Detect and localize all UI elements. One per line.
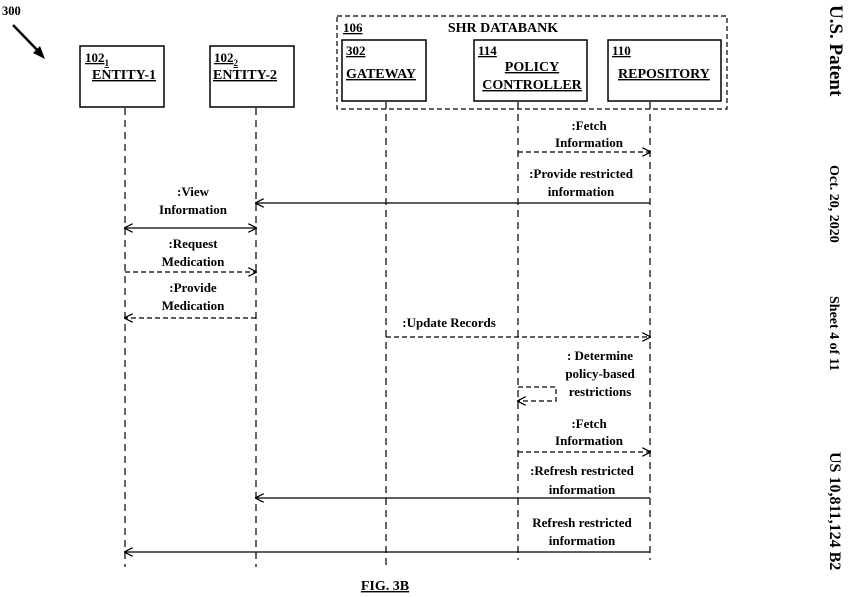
patent-date: Oct. 20, 2020: [826, 165, 841, 243]
message-refresh-restricted-information-2: Refresh restricted information: [125, 515, 650, 552]
message-fetch-information-1: :Fetch Information: [518, 118, 650, 152]
policy-controller-ref: 114: [478, 43, 497, 58]
shr-databank-ref: 106: [343, 20, 363, 35]
message-determine-policy-restrictions: : Determine policy-based restrictions: [518, 348, 635, 401]
entity-2-ref: 1022: [214, 50, 239, 68]
svg-text:policy-based: policy-based: [565, 366, 635, 381]
policy-controller-label-2: CONTROLLER: [482, 78, 582, 93]
svg-text:information: information: [549, 533, 616, 548]
entity-2-box: 1022 ENTITY-2: [209, 45, 295, 108]
gateway-ref: 302: [346, 43, 366, 58]
shr-databank-group: [336, 15, 728, 110]
svg-text:restrictions: restrictions: [569, 384, 632, 399]
svg-text:information: information: [549, 482, 616, 497]
entity-2-label: ENTITY-2: [213, 68, 277, 83]
svg-text:Medication: Medication: [162, 254, 226, 269]
svg-text::Fetch: :Fetch: [571, 118, 607, 133]
repository-ref: 110: [612, 43, 631, 58]
message-provide-restricted-information: :Provide restricted information: [256, 166, 650, 203]
svg-text:Information: Information: [555, 135, 624, 150]
patent-number: US 10,811,124 B2: [826, 452, 843, 570]
svg-text:Information: Information: [159, 202, 228, 217]
svg-text::View: :View: [177, 184, 210, 199]
message-view-information: :View Information: [125, 184, 256, 228]
figure-number: 300: [2, 4, 21, 18]
repository-box: 110 REPOSITORY: [607, 39, 722, 102]
figure-pointer-arrow: [12, 24, 45, 59]
svg-text:Information: Information: [555, 433, 624, 448]
patent-sheet: Sheet 4 of 11: [826, 296, 841, 371]
figure-caption: FIG. 3B: [361, 579, 409, 594]
message-fetch-information-2: :Fetch Information: [518, 416, 650, 452]
svg-text::Update Records: :Update Records: [402, 315, 496, 330]
svg-text::Provide restricted: :Provide restricted: [529, 166, 634, 181]
message-update-records: :Update Records: [386, 315, 650, 337]
svg-text:information: information: [548, 184, 615, 199]
patent-title: U.S. Patent: [825, 5, 846, 97]
svg-text:: Determine: : Determine: [567, 348, 633, 363]
gateway-box: 302 GATEWAY: [341, 39, 427, 102]
policy-controller-label-1: POLICY: [505, 60, 559, 75]
policy-controller-box: 114 POLICY CONTROLLER: [473, 39, 588, 102]
shr-databank-label: SHR DATABANK: [448, 21, 558, 36]
message-provide-medication: :Provide Medication: [125, 280, 256, 318]
gateway-label: GATEWAY: [346, 67, 416, 82]
svg-text::Refresh restricted: :Refresh restricted: [530, 463, 635, 478]
entity-1-ref: 1021: [85, 50, 110, 68]
svg-text:Refresh restricted: Refresh restricted: [532, 515, 632, 530]
svg-text:Medication: Medication: [162, 298, 226, 313]
entity-1-box: 1021 ENTITY-1: [79, 45, 165, 108]
svg-text::Fetch: :Fetch: [571, 416, 607, 431]
svg-text::Request: :Request: [168, 236, 218, 251]
message-refresh-restricted-information-1: :Refresh restricted information: [256, 463, 650, 498]
svg-text::Provide: :Provide: [169, 280, 217, 295]
patent-side-header: U.S. Patent Oct. 20, 2020 Sheet 4 of 11 …: [825, 5, 846, 570]
repository-label: REPOSITORY: [618, 67, 710, 82]
entity-1-label: ENTITY-1: [92, 68, 156, 83]
message-request-medication: :Request Medication: [125, 236, 256, 272]
